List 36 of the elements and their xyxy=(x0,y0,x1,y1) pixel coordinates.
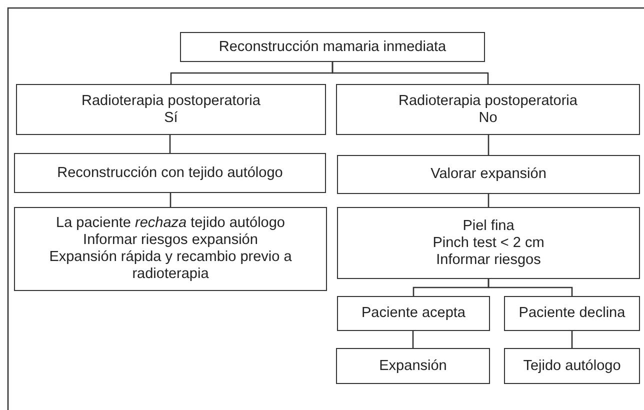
connector-line xyxy=(488,194,490,207)
node-text: Informar riesgos expansión xyxy=(83,232,258,249)
node-text: Informar riesgos xyxy=(436,252,541,268)
connector-line xyxy=(412,331,414,348)
node-text: Expansión xyxy=(379,358,447,374)
process-box xyxy=(14,207,327,291)
connector-line xyxy=(170,193,172,207)
connector-line xyxy=(571,331,573,348)
process-box xyxy=(14,153,326,193)
node-text: Expansión rápida y recambio previo a radioterapia xyxy=(48,249,293,283)
node-text: No xyxy=(478,110,498,126)
connector-line xyxy=(488,279,573,296)
process-box xyxy=(336,348,490,384)
node-text: Paciente acepta xyxy=(362,305,466,322)
process-box xyxy=(337,296,490,331)
process-box xyxy=(16,84,326,135)
node-text: Radioterapia postoperatoria xyxy=(398,92,578,110)
connector-line xyxy=(169,135,171,153)
connector-line xyxy=(488,135,490,155)
node-text: Paciente declina xyxy=(518,305,626,322)
node-text: Valorar expansión xyxy=(430,166,546,183)
process-box xyxy=(336,84,640,135)
process-box xyxy=(180,32,485,62)
node-text: Reconstrucción mamaria inmediata xyxy=(218,38,446,56)
process-box xyxy=(504,348,640,384)
node-text: Sí xyxy=(164,110,178,126)
process-box xyxy=(504,296,640,331)
node-text: Piel fina xyxy=(462,218,514,234)
node-text: Pinch test < 2 cm xyxy=(432,234,544,252)
process-box xyxy=(337,207,640,279)
connector-line xyxy=(332,62,489,84)
node-text: Reconstrucción con tejido autólogo xyxy=(57,164,283,182)
node-text: Tejido autólogo xyxy=(523,358,621,374)
process-box xyxy=(337,155,640,194)
node-text: Radioterapia postoperatoria xyxy=(82,92,260,110)
node-text: La paciente rechaza tejido autólogo xyxy=(56,215,285,232)
